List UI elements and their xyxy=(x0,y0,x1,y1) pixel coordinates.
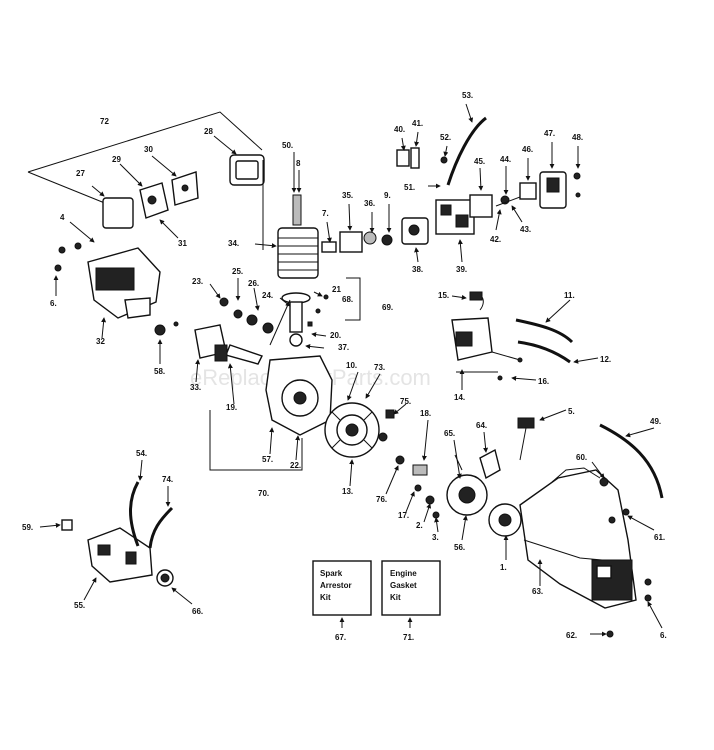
engine-housing xyxy=(54,242,179,336)
part-label: 72 xyxy=(100,117,109,126)
part-label: 54. xyxy=(136,449,147,458)
carburetor xyxy=(396,116,581,245)
part-label: 27 xyxy=(76,169,85,178)
part-label: 11. xyxy=(564,291,575,300)
part-label: 42. xyxy=(490,235,501,244)
part-label: 20. xyxy=(330,331,341,340)
kit-line: Engine xyxy=(390,569,417,578)
part-label: 37. xyxy=(338,343,349,352)
part-label: 16. xyxy=(538,377,549,386)
part-label: 74. xyxy=(162,475,173,484)
part-label: 23. xyxy=(192,277,203,286)
part-label: 43. xyxy=(520,225,531,234)
engine-gasket-kit-box: Engine Gasket Kit 71. xyxy=(381,560,441,642)
part-label: 57. xyxy=(262,455,273,464)
part-label: 32 xyxy=(96,337,105,346)
part-label: 76. xyxy=(376,495,387,504)
spark-arrestor-kit-box: Spark Arrestor Kit 67. xyxy=(312,560,372,642)
part-label: 44. xyxy=(500,155,511,164)
air-filter-group xyxy=(27,111,265,229)
part-label: 24. xyxy=(262,291,273,300)
part-label: 68. xyxy=(342,295,353,304)
part-label: 41. xyxy=(412,119,423,128)
piston-assembly xyxy=(219,277,361,347)
part-label: 63. xyxy=(532,587,543,596)
part-label: 10. xyxy=(346,361,357,370)
part-label: 19. xyxy=(226,403,237,412)
part-label: 66. xyxy=(192,607,203,616)
kit-number: 71. xyxy=(403,633,414,642)
part-label: 51. xyxy=(404,183,415,192)
part-label: 18. xyxy=(420,409,431,418)
part-label: 64. xyxy=(476,421,487,430)
part-label: 48. xyxy=(572,133,583,142)
part-label: 70. xyxy=(258,489,269,498)
part-label: 35. xyxy=(342,191,353,200)
leader-arrows xyxy=(39,103,663,637)
part-label: 73. xyxy=(374,363,385,372)
part-label: 55. xyxy=(74,601,85,610)
handle-bracket xyxy=(61,481,174,587)
kit-number: 67. xyxy=(335,633,346,642)
part-label: 2. xyxy=(416,521,423,530)
part-label: 38. xyxy=(412,265,423,274)
part-label: 17. xyxy=(398,511,409,520)
part-label: 59. xyxy=(22,523,33,532)
ignition-module xyxy=(451,291,574,381)
cylinder xyxy=(262,160,393,279)
part-label: 50. xyxy=(282,141,293,150)
part-label: 1. xyxy=(500,563,507,572)
part-label: 75. xyxy=(400,397,411,406)
part-label: 7. xyxy=(322,209,329,218)
part-label: 6. xyxy=(660,631,667,640)
part-label: 22. xyxy=(290,461,301,470)
part-label: 46. xyxy=(522,145,533,154)
part-label: 62. xyxy=(566,631,577,640)
part-label: 56. xyxy=(454,543,465,552)
part-label: 36. xyxy=(364,199,375,208)
part-label: 12. xyxy=(600,355,611,364)
part-label: 30 xyxy=(144,145,153,154)
part-label: 58. xyxy=(154,367,165,376)
part-label: 5. xyxy=(568,407,575,416)
part-labels: 72 28 30 29 27 31 4 6. 32 58. 50. 8 7. 3… xyxy=(22,91,667,640)
part-label: 40. xyxy=(394,125,405,134)
part-label: 9. xyxy=(384,191,391,200)
part-label: 61. xyxy=(654,533,665,542)
part-label: 52. xyxy=(440,133,451,142)
kit-line: Gasket xyxy=(390,581,417,590)
part-label: 6. xyxy=(50,299,57,308)
part-label: 13. xyxy=(342,487,353,496)
kit-line: Kit xyxy=(390,593,401,602)
part-label: 47. xyxy=(544,129,555,138)
part-label: 45. xyxy=(474,157,485,166)
part-label: 25. xyxy=(232,267,243,276)
part-label: 28 xyxy=(204,127,213,136)
part-label: 69. xyxy=(382,303,393,312)
flywheel xyxy=(324,402,395,458)
part-label: 31 xyxy=(178,239,187,248)
kit-line: Kit xyxy=(320,593,331,602)
part-label: 49. xyxy=(650,417,661,426)
part-label: 3. xyxy=(432,533,439,542)
kit-line: Arrestor xyxy=(320,581,352,590)
kit-line: Spark xyxy=(320,569,343,578)
part-label: 15. xyxy=(438,291,449,300)
part-label: 14. xyxy=(454,393,465,402)
part-label: 65. xyxy=(444,429,455,438)
part-label: 21 xyxy=(332,285,341,294)
part-label: 29 xyxy=(112,155,121,164)
part-label: 8 xyxy=(296,159,301,168)
part-label: 53. xyxy=(462,91,473,100)
crankcase xyxy=(194,299,333,471)
part-label: 4 xyxy=(60,213,65,222)
part-label: 33. xyxy=(190,383,201,392)
fan-housing xyxy=(519,467,652,638)
part-label: 39. xyxy=(456,265,467,274)
part-label: 34. xyxy=(228,239,239,248)
part-label: 26. xyxy=(248,279,259,288)
part-label: 60. xyxy=(576,453,587,462)
